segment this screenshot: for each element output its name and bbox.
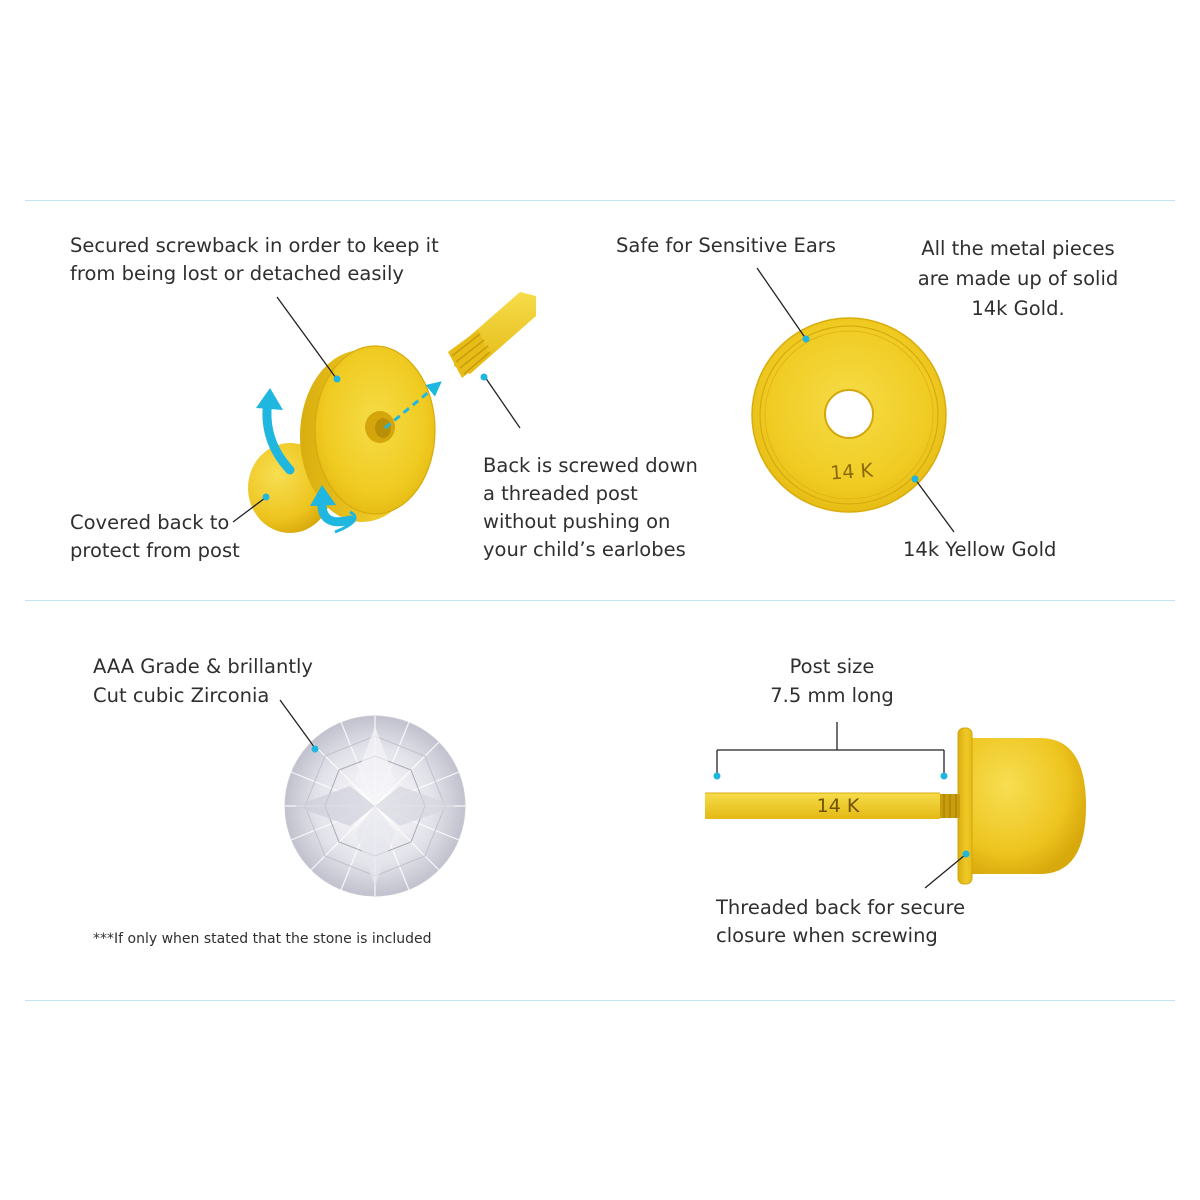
callout-lines-screwback	[232, 296, 521, 523]
stone-footnote: ***If only when stated that the stone is…	[93, 931, 432, 947]
secured-screwback-label: Secured screwback in order to keep it fr…	[70, 234, 439, 285]
screwed-down-label: Back is screwed down a threaded post wit…	[483, 454, 698, 561]
post-size-dots	[713, 772, 948, 780]
post-size-label: Post size 7.5 mm long	[770, 655, 894, 707]
screwback-illustration	[248, 345, 436, 533]
threaded-back-label: Threaded back for secure closure when sc…	[716, 896, 966, 947]
gold-disc-illustration	[751, 317, 947, 513]
post-side-illustration	[705, 727, 1086, 885]
disc-stamp-text: 14 K	[830, 460, 875, 485]
post-stamp-text: 14 K	[817, 795, 860, 817]
divider-bottom	[25, 1000, 1175, 1001]
post-size-bracket	[716, 722, 945, 774]
gem-callout	[279, 699, 319, 753]
covered-back-label: Covered back to protect from post	[70, 511, 240, 562]
disc-callout-dots	[802, 335, 919, 483]
callout-dots-screwback	[262, 373, 488, 501]
rotation-arrow-icon	[256, 388, 357, 534]
cubic-zirconia-illustration	[284, 715, 466, 897]
divider-middle	[25, 600, 1175, 601]
threaded-post-illustration	[448, 292, 536, 378]
yellow-gold-label: 14k Yellow Gold	[903, 538, 1057, 561]
solid-gold-label: All the metal pieces are made up of soli…	[917, 237, 1119, 320]
safe-sensitive-ears-label: Safe for Sensitive Ears	[616, 234, 836, 257]
stone-grade-label: AAA Grade & brillantly Cut cubic Zirconi…	[93, 655, 313, 707]
divider-top	[25, 200, 1175, 201]
threaded-back-callout	[924, 850, 970, 889]
disc-callouts	[756, 267, 955, 533]
